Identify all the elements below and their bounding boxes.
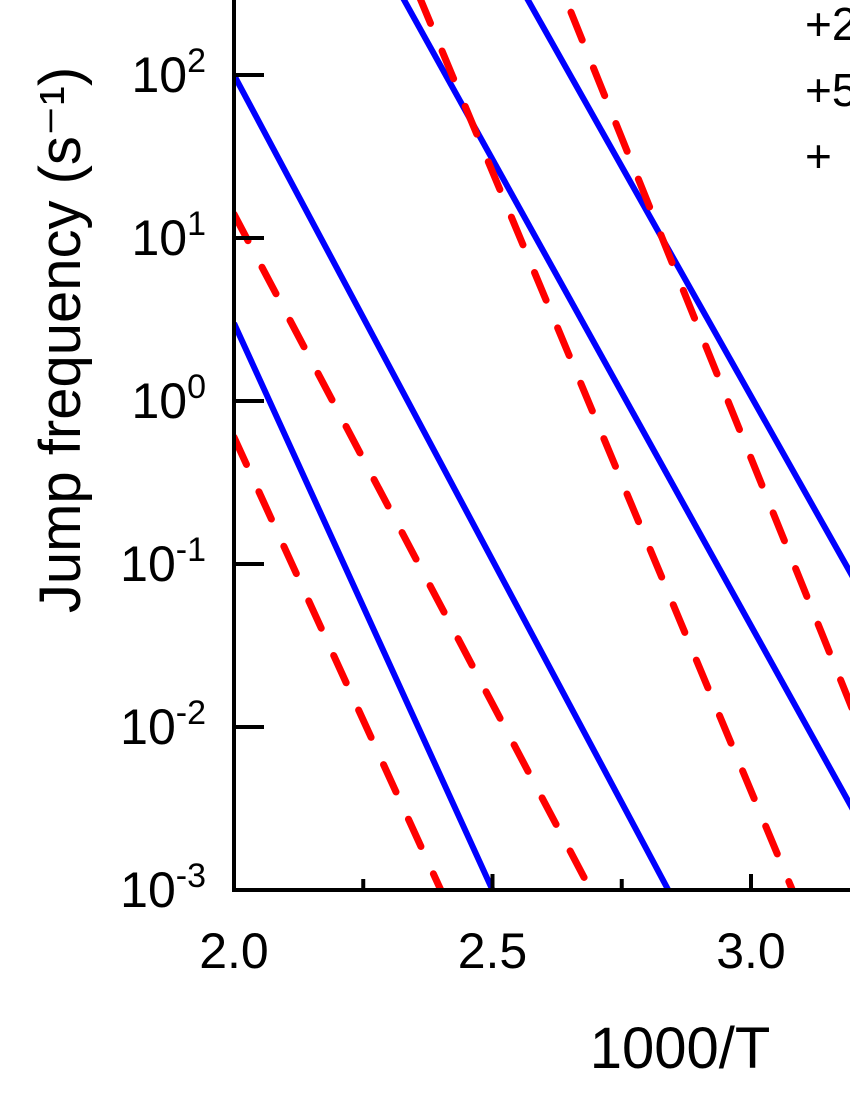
axes-layer	[232, 0, 850, 892]
series-line-solid-4	[524, 0, 850, 579]
y-tick-label: 101	[131, 205, 206, 266]
legend-entry: +2	[805, 0, 850, 50]
x-axis-title: 1000/T	[590, 1016, 771, 1081]
x-tick-label: 3.0	[716, 923, 786, 979]
series-line-dashed-5	[234, 433, 445, 890]
series-layer	[234, 0, 850, 890]
series-line-solid-3	[400, 0, 850, 811]
series-line-dashed-8	[562, 0, 850, 713]
legend-entry: +	[805, 130, 832, 182]
y-tick-label: 10-3	[120, 857, 206, 918]
y-tick-label: 102	[131, 42, 206, 103]
label-layer: 2.0 2.5 3.0 10-3 10-2 10-1 100 101 102	[120, 42, 786, 979]
series-line-dashed-6	[234, 210, 595, 890]
x-tick-label: 2.5	[458, 923, 528, 979]
y-axis-title: Jump frequency (s⁻¹)	[28, 67, 93, 613]
series-line-solid-2	[234, 73, 671, 890]
y-tick-label: 100	[131, 368, 206, 429]
series-line-solid-1	[234, 321, 496, 890]
legend: +2 +5 +	[805, 0, 850, 182]
y-tick-label: 10-2	[120, 694, 206, 755]
series-line-dashed-7	[416, 0, 796, 890]
y-tick-label: 10-1	[120, 531, 206, 592]
legend-entry: +5	[805, 64, 850, 116]
x-tick-label: 2.0	[199, 923, 269, 979]
